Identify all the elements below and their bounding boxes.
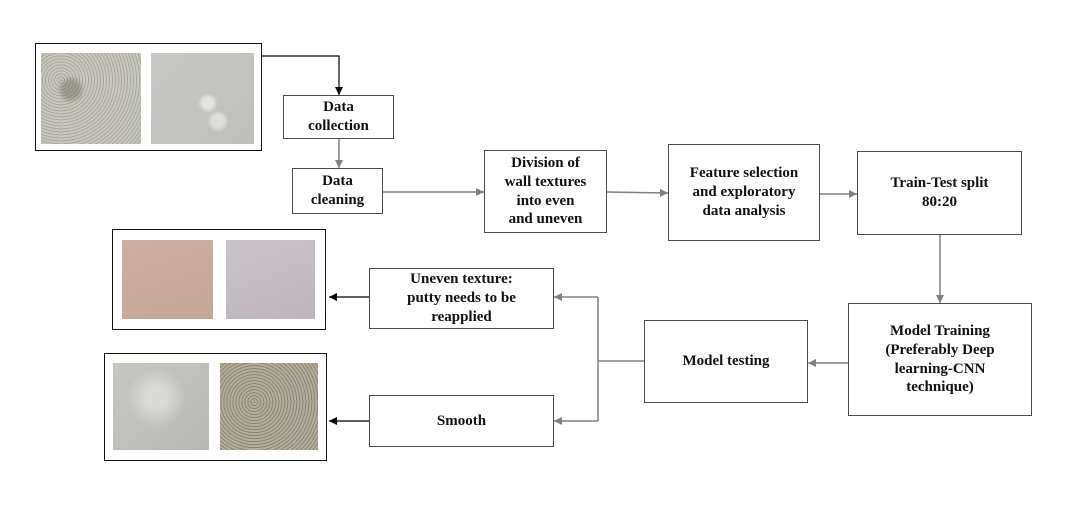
division-label: Division of wall textures into even and … bbox=[504, 155, 587, 228]
division-box: Division of wall textures into even and … bbox=[484, 150, 607, 233]
smooth-wall-texture-image bbox=[151, 53, 254, 144]
input-samples-frame bbox=[35, 43, 262, 151]
train-test-split-box: Train-Test split 80:20 bbox=[857, 151, 1022, 235]
edge-division-to-feature bbox=[606, 188, 669, 197]
model-training-label: Model Training (Preferably Deep learning… bbox=[885, 323, 995, 396]
smooth-wall-sample-1-image bbox=[113, 363, 209, 450]
uneven-wall-sample-1-image bbox=[122, 240, 213, 319]
smooth-wall-sample-2-image bbox=[220, 363, 318, 450]
model-training-box: Model Training (Preferably Deep learning… bbox=[848, 303, 1032, 416]
uneven-texture-box: Uneven texture: putty needs to be reappl… bbox=[369, 268, 554, 329]
smooth-box: Smooth bbox=[369, 395, 554, 447]
uneven-wall-sample-2-image bbox=[226, 240, 315, 319]
smooth-label: Smooth bbox=[436, 412, 487, 429]
feature-selection-box: Feature selection and exploratory data a… bbox=[668, 144, 820, 241]
data-collection-label: Data collection bbox=[308, 99, 369, 134]
edge-samples-to-collection bbox=[262, 55, 343, 95]
feature-selection-label: Feature selection and exploratory data a… bbox=[689, 165, 799, 219]
uneven-texture-label: Uneven texture: putty needs to be reappl… bbox=[407, 271, 516, 325]
smooth-samples-frame bbox=[104, 353, 327, 461]
data-cleaning-label: Data cleaning bbox=[310, 173, 365, 208]
data-collection-box: Data collection bbox=[283, 95, 394, 139]
data-cleaning-box: Data cleaning bbox=[292, 168, 383, 214]
train-test-split-label: Train-Test split 80:20 bbox=[890, 175, 989, 210]
uneven-samples-frame bbox=[112, 229, 326, 330]
rough-wall-texture-image bbox=[41, 53, 141, 144]
model-testing-box: Model testing bbox=[644, 320, 808, 403]
model-testing-label: Model testing bbox=[682, 353, 770, 370]
